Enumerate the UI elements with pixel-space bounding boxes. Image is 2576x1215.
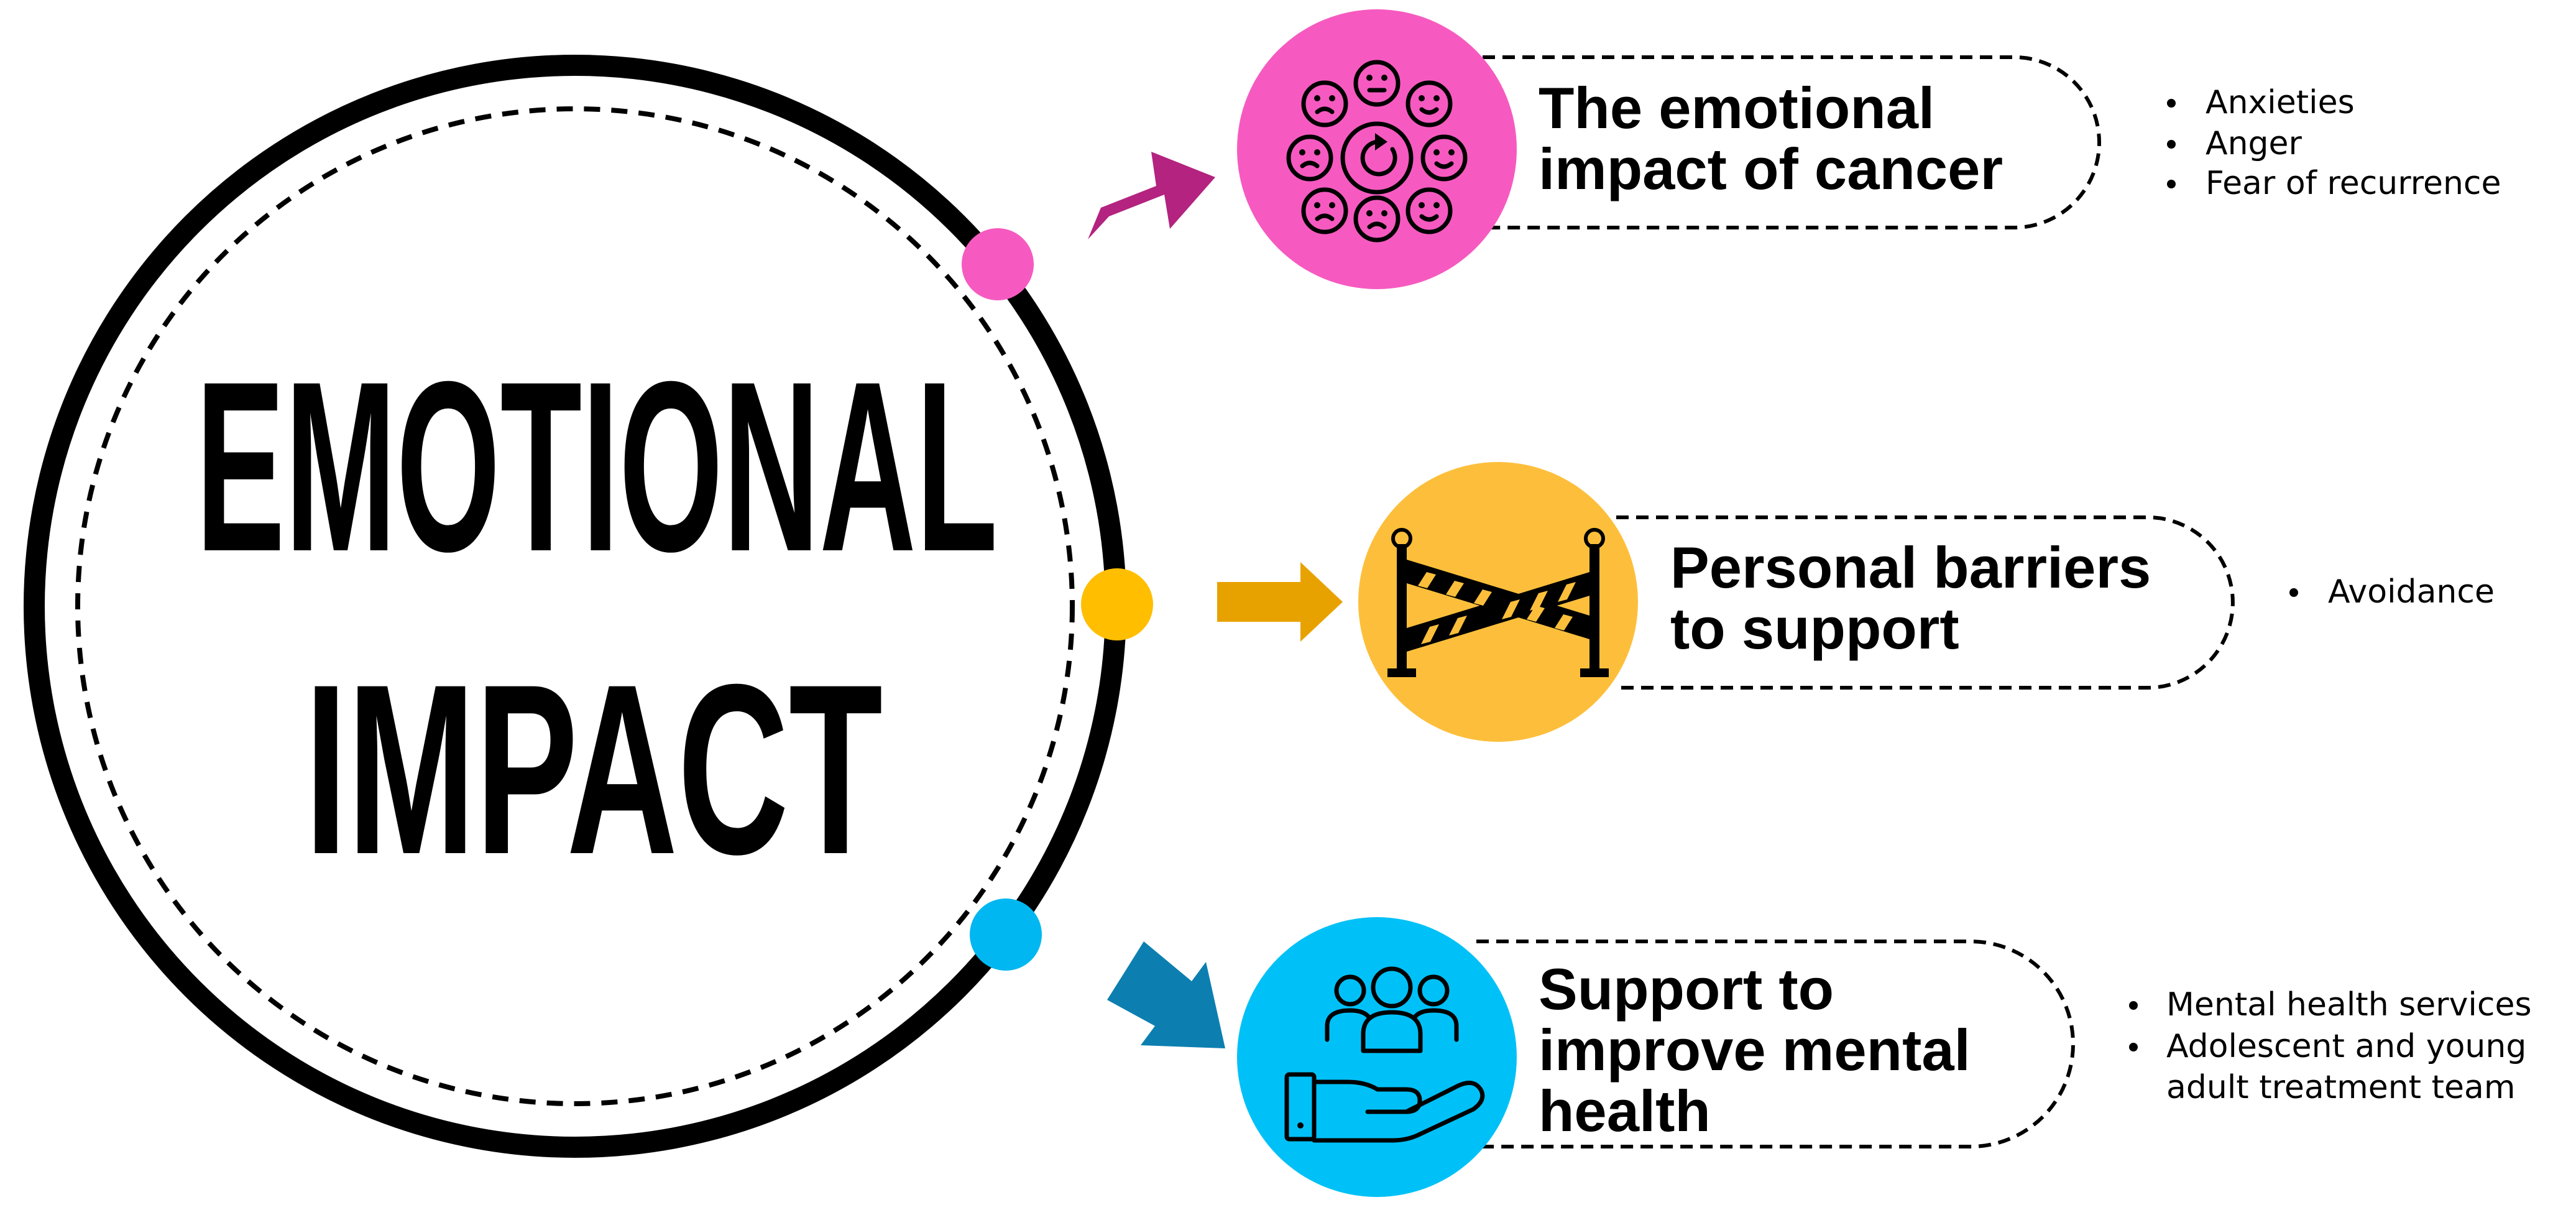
bullet-avoidance: Avoidance xyxy=(2328,573,2495,611)
bullets-emotional-impact: Anxieties Anger Fear of recurrence xyxy=(2167,84,2501,202)
theme-title-emotional-impact-line1: The emotional xyxy=(1539,75,1934,141)
theme-title-support-line2: improve mental xyxy=(1539,1017,1971,1083)
theme-personal-barriers: Personal barriers to support xyxy=(1358,462,2235,742)
pink-icon-circle xyxy=(1237,9,1517,289)
dashed-pill-personal-barriers xyxy=(1616,515,2235,690)
bullet-dot xyxy=(2129,1001,2138,1010)
theme-title-emotional-impact-line2: impact of cancer xyxy=(1539,136,2003,201)
bullets-support-mental-health: Mental health services Adolescent and yo… xyxy=(2129,986,2532,1106)
bullet-dot xyxy=(2129,1043,2138,1051)
bullet-mental-health-services: Mental health services xyxy=(2166,986,2532,1023)
yellow-connector-dot xyxy=(1081,568,1153,640)
blue-icon-circle xyxy=(1237,917,1517,1197)
bullet-dot xyxy=(2167,140,2176,149)
bullet-anger: Anger xyxy=(2206,125,2302,162)
theme-title-personal-barriers-line2: to support xyxy=(1670,596,1959,661)
main-title-line1: EMOTIONAL xyxy=(196,331,998,602)
bullet-dot xyxy=(2289,588,2298,597)
bullet-dot xyxy=(2167,99,2176,108)
theme-support-mental-health: Support to improve mental health xyxy=(1237,917,2075,1197)
blue-arrow xyxy=(1107,941,1225,1048)
main-title-line2: IMPACT xyxy=(305,634,883,905)
bullets-personal-barriers: Avoidance xyxy=(2289,573,2495,611)
pink-connector-dot xyxy=(962,228,1034,300)
bullet-dot xyxy=(2167,180,2176,188)
barrier-tape-icon xyxy=(1387,528,1609,677)
theme-title-personal-barriers-line1: Personal barriers xyxy=(1670,535,2151,600)
central-ring xyxy=(24,55,1126,1158)
pink-arrow xyxy=(1088,152,1215,239)
bullet-anxieties: Anxieties xyxy=(2206,84,2355,121)
inner-dashed-ring xyxy=(75,106,1075,1106)
outer-ring xyxy=(24,55,1126,1158)
bullet-fear-of-recurrence: Fear of recurrence xyxy=(2206,165,2501,202)
emotions-faces-icon xyxy=(1286,60,1468,243)
theme-emotional-impact: The emotional impact of cancer xyxy=(1237,9,2101,289)
bullet-adolescent-young-adult: Adolescent and young xyxy=(2166,1028,2526,1065)
blue-connector-dot xyxy=(970,899,1042,971)
bullet-treatment-team: adult treatment team xyxy=(2166,1069,2516,1106)
theme-title-support-line3: health xyxy=(1539,1078,1711,1143)
dashed-pill-emotional-impact xyxy=(1483,55,2101,229)
yellow-arrow xyxy=(1217,562,1343,642)
dashed-pill-support-mental-health xyxy=(1476,940,2075,1148)
theme-title-support-line1: Support to xyxy=(1539,956,1834,1022)
hand-group-support-icon xyxy=(1284,966,1485,1143)
